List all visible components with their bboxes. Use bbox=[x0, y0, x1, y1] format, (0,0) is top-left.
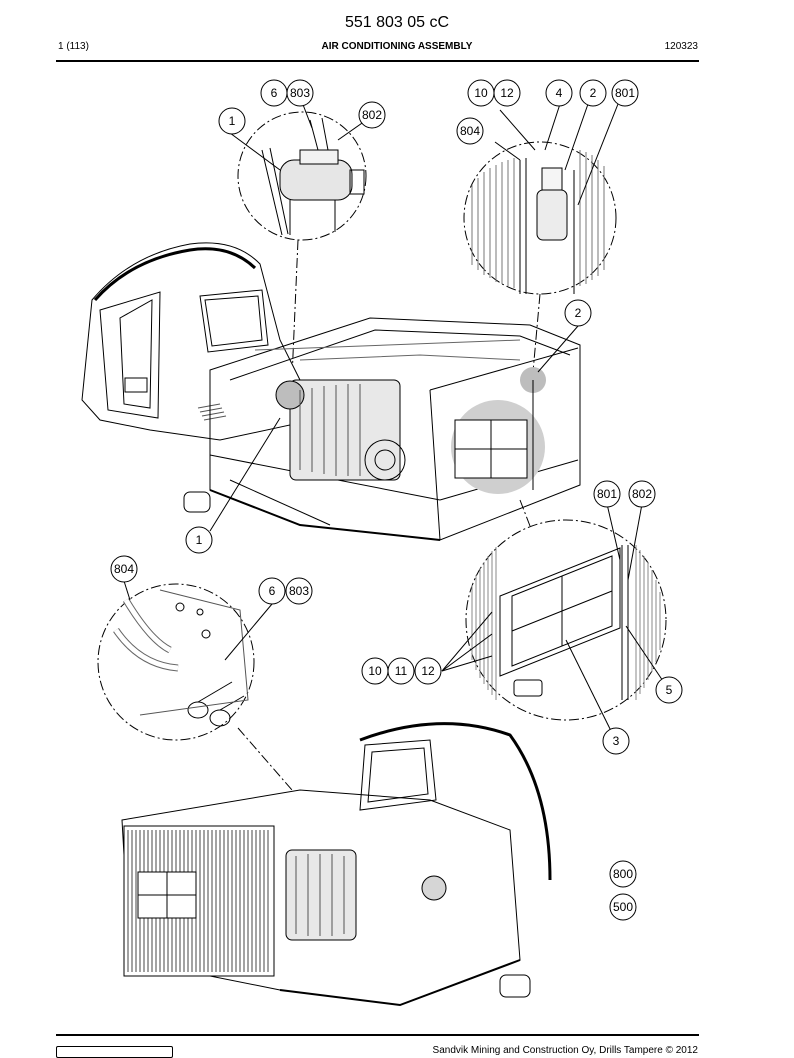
callout-6-hose: 6 bbox=[258, 577, 286, 605]
svg-text:12: 12 bbox=[500, 86, 514, 100]
callout-804-top: 804 bbox=[456, 117, 484, 145]
svg-text:800: 800 bbox=[613, 867, 633, 881]
compressor-detail-view bbox=[229, 101, 367, 241]
svg-text:12: 12 bbox=[421, 664, 435, 678]
condenser-detail-view bbox=[441, 503, 670, 742]
callout-804-hose: 804 bbox=[110, 555, 138, 583]
svg-text:2: 2 bbox=[590, 86, 597, 100]
svg-text:5: 5 bbox=[666, 683, 673, 697]
brand-logo bbox=[56, 1046, 173, 1058]
callout-10-condenser: 10 bbox=[361, 657, 389, 685]
svg-text:804: 804 bbox=[114, 562, 134, 576]
svg-text:500: 500 bbox=[613, 900, 633, 914]
svg-text:4: 4 bbox=[556, 86, 563, 100]
svg-text:1: 1 bbox=[196, 533, 203, 547]
copyright-text: Sandvik Mining and Construction Oy, Dril… bbox=[432, 1045, 698, 1056]
main-machine-view bbox=[81, 242, 581, 541]
svg-text:10: 10 bbox=[368, 664, 382, 678]
callout-6-top: 6 bbox=[260, 79, 288, 107]
callout-12-top: 12 bbox=[493, 79, 521, 107]
svg-text:804: 804 bbox=[460, 124, 480, 138]
svg-text:11: 11 bbox=[395, 664, 408, 678]
drier-detail-view bbox=[463, 103, 619, 295]
callout-802-condenser: 802 bbox=[628, 480, 656, 508]
callout-4-top: 4 bbox=[545, 79, 573, 107]
callout-11-condenser: 11 bbox=[387, 657, 415, 685]
page-number: 1 (113) bbox=[58, 41, 89, 52]
svg-text:6: 6 bbox=[269, 584, 276, 598]
svg-text:2: 2 bbox=[575, 306, 582, 320]
callout-803-hose: 803 bbox=[285, 577, 313, 605]
callout-801-top: 801 bbox=[611, 79, 639, 107]
callout-3-condenser: 3 bbox=[602, 727, 630, 755]
svg-text:10: 10 bbox=[474, 86, 488, 100]
footer-rule bbox=[56, 1034, 699, 1036]
svg-text:6: 6 bbox=[271, 86, 278, 100]
rear-machine-view bbox=[121, 722, 552, 1007]
callout-5-condenser: 5 bbox=[655, 676, 683, 704]
header-rule bbox=[56, 60, 699, 62]
callout-2-main: 2 bbox=[564, 299, 592, 327]
callout-10-top: 10 bbox=[467, 79, 495, 107]
svg-text:1: 1 bbox=[229, 114, 236, 128]
callout-801-condenser: 801 bbox=[593, 480, 621, 508]
callout-800: 800 bbox=[609, 860, 637, 888]
callout-12-condenser: 12 bbox=[414, 657, 442, 685]
callout-802-top: 802 bbox=[358, 101, 386, 129]
callout-803-top: 803 bbox=[286, 79, 314, 107]
svg-text:801: 801 bbox=[615, 86, 635, 100]
callout-1-top: 1 bbox=[218, 107, 246, 135]
callout-500: 500 bbox=[609, 893, 637, 921]
svg-text:803: 803 bbox=[289, 584, 309, 598]
page-title: AIR CONDITIONING ASSEMBLY bbox=[321, 41, 473, 52]
svg-text:803: 803 bbox=[290, 86, 310, 100]
svg-text:802: 802 bbox=[362, 108, 382, 122]
document-number: 551 803 05 cC bbox=[344, 14, 450, 31]
svg-text:802: 802 bbox=[632, 487, 652, 501]
svg-text:801: 801 bbox=[597, 487, 617, 501]
svg-text:3: 3 bbox=[613, 734, 620, 748]
callout-2-top: 2 bbox=[579, 79, 607, 107]
hose-detail-view bbox=[97, 580, 273, 741]
document-code: 120323 bbox=[664, 41, 698, 52]
callout-1-main: 1 bbox=[185, 526, 213, 554]
